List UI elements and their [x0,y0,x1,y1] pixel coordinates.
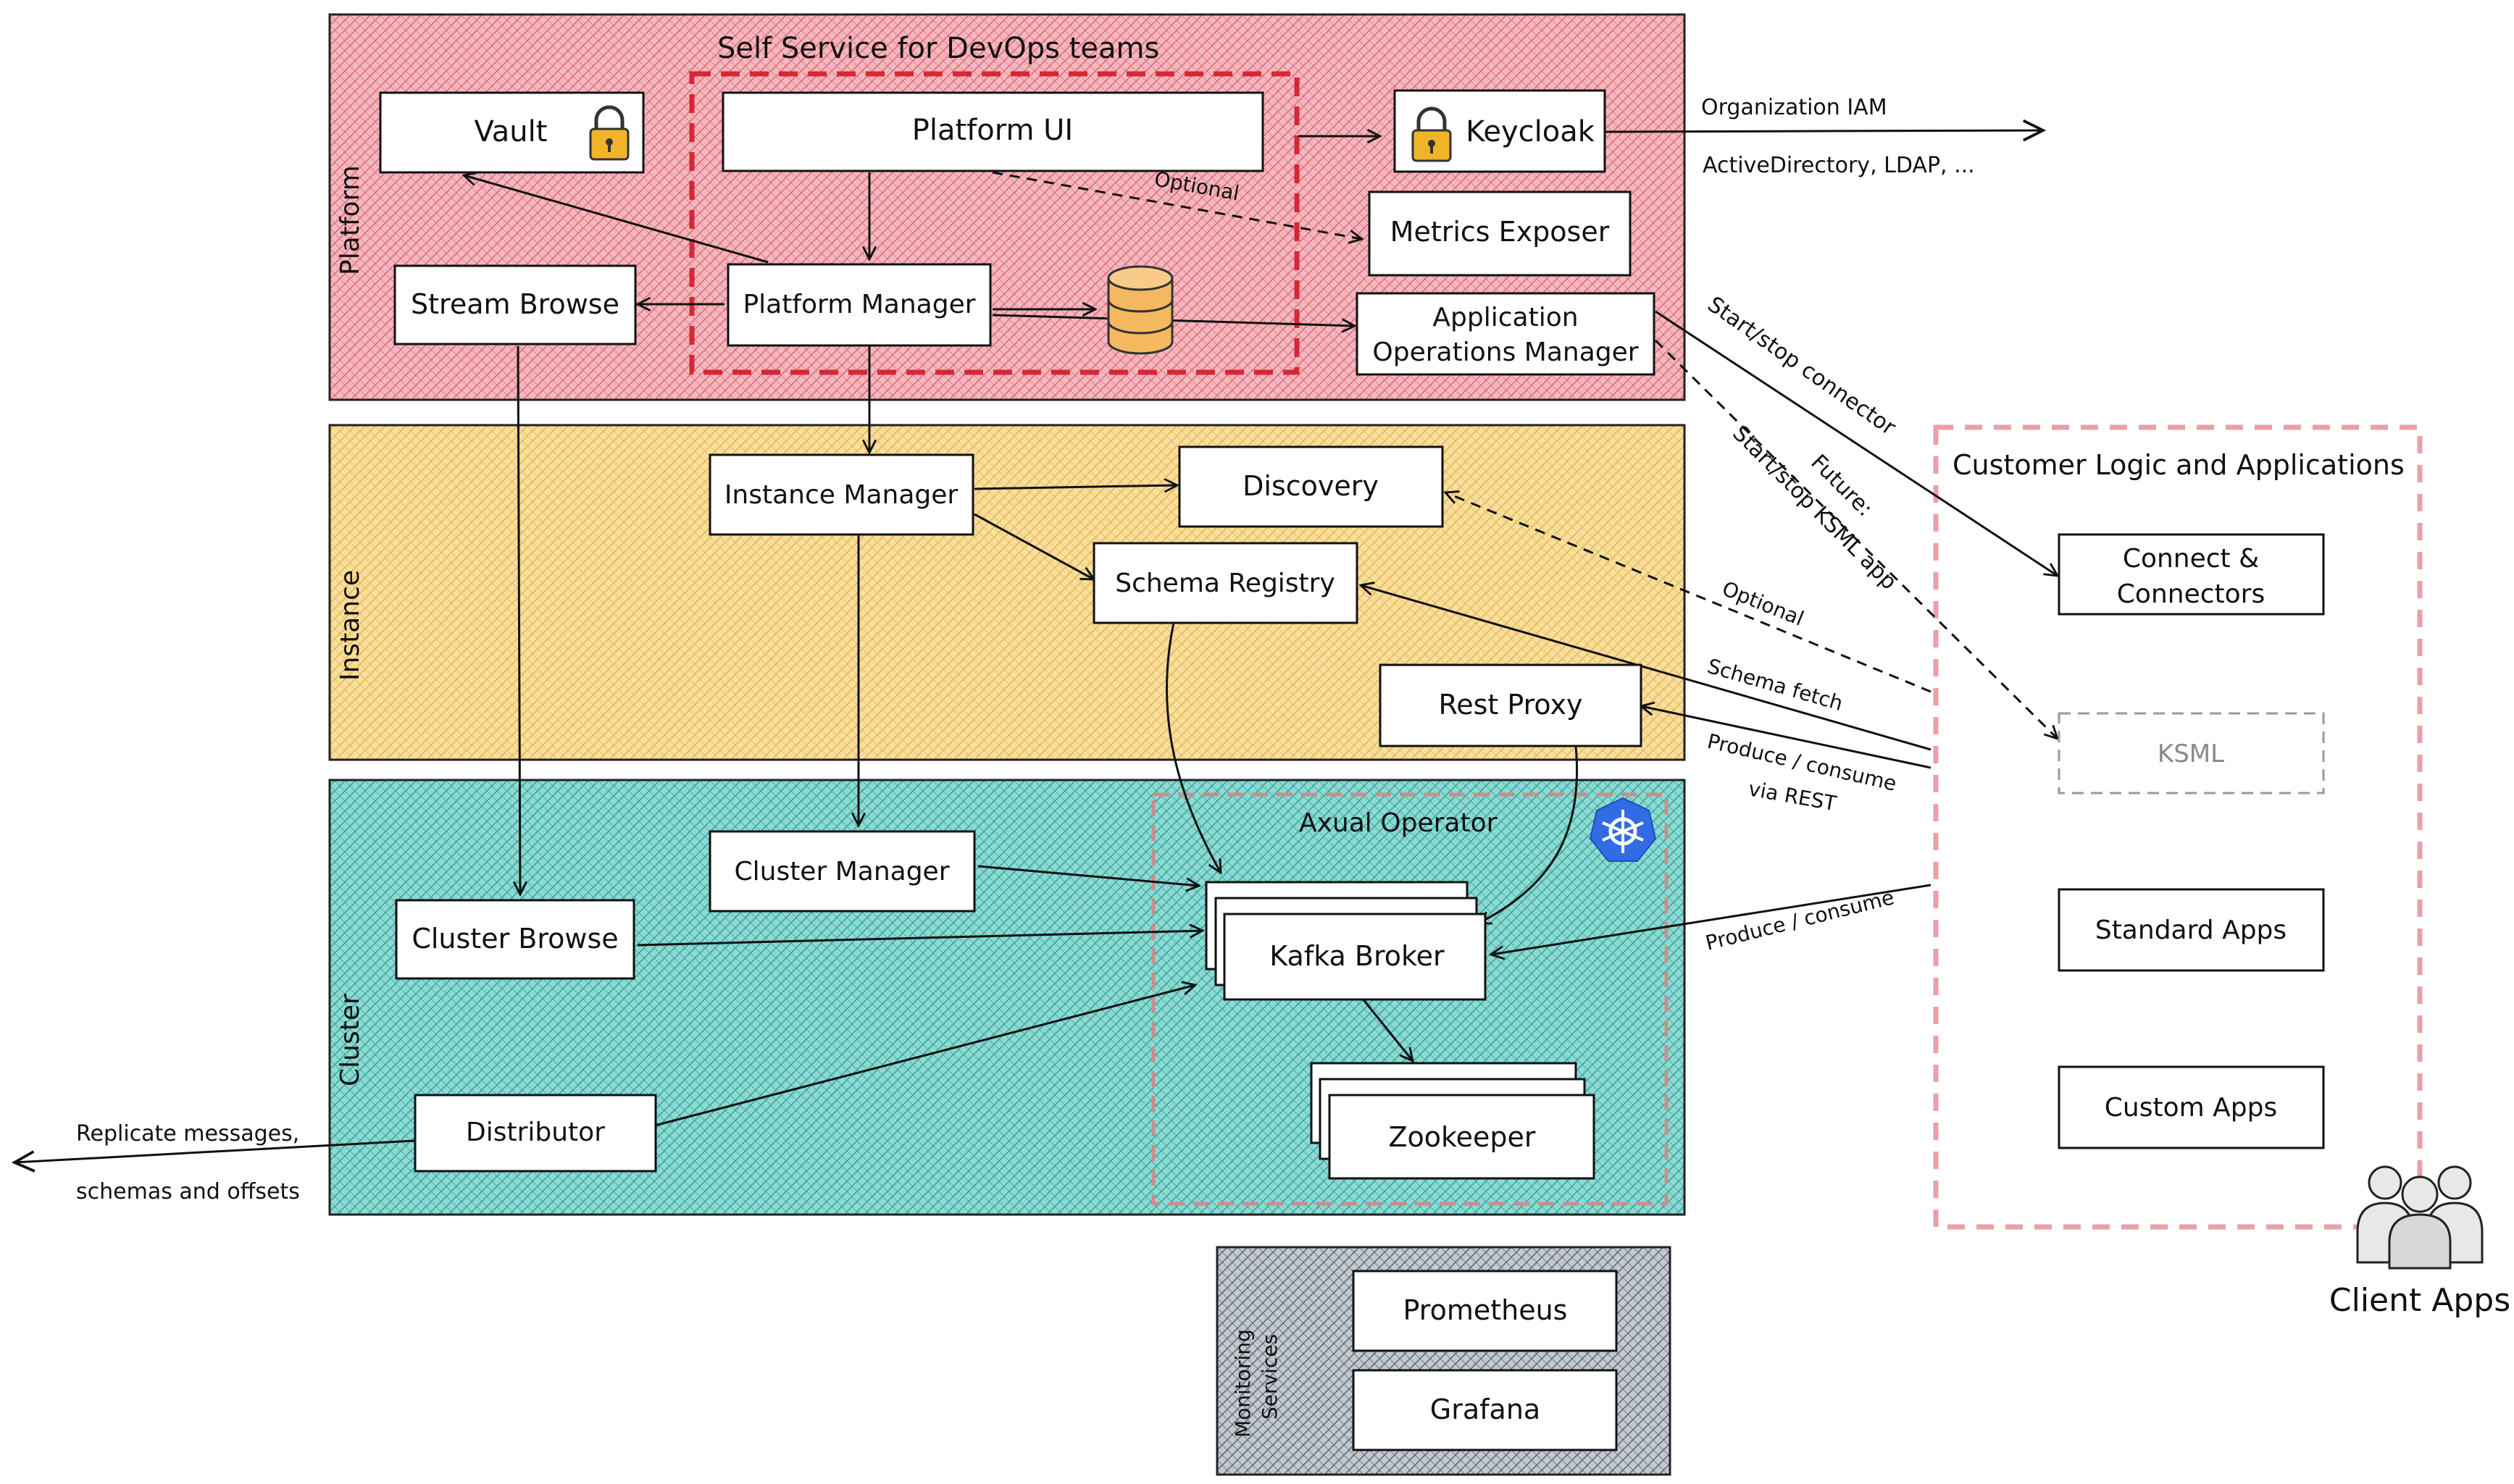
cluster-browse-box[interactable]: Cluster Browse [395,899,635,980]
arrow-appops-ksml [1654,339,2058,739]
arrow-rest-kafka [1478,745,1579,923]
schema-registry-label: Schema Registry [1115,569,1335,598]
ksml-box[interactable]: KSML [2058,712,2325,795]
edge-org-iam: Organization IAM [1701,95,1887,120]
monitoring-label-1: Monitoring [1231,1329,1255,1438]
ksml-label: KSML [2158,739,2224,768]
discovery-box[interactable]: Discovery [1178,445,1444,528]
kubernetes-icon [1589,797,1657,862]
arrow-instance-discovery [974,485,1177,489]
customer-logic-group [1933,424,2423,1230]
lock-icon [1411,106,1452,162]
cluster-browse-label: Cluster Browse [412,923,618,955]
client-apps-label: Client Apps [2329,1282,2510,1319]
standard-apps-label: Standard Apps [2095,915,2287,945]
zookeeper-label: Zookeeper [1388,1121,1535,1153]
arrow-customer-discovery [1445,492,1932,693]
cluster-label: Cluster [335,994,365,1086]
stream-browse-label: Stream Browse [411,288,619,320]
arrow-distributor-kafka [651,985,1195,1128]
platform-label: Platform [335,165,365,275]
platform-manager-box[interactable]: Platform Manager [727,263,992,347]
edge-ad-ldap: ActiveDirectory, LDAP, ... [1703,153,1975,178]
arrow-customer-schema [1361,585,1932,751]
distributor-label: Distributor [466,1118,605,1147]
edge-produce-consume: Produce / consume [1703,885,1897,955]
keycloak-box[interactable]: Keycloak [1393,89,1606,173]
instance-manager-label: Instance Manager [724,480,959,510]
custom-apps-box[interactable]: Custom Apps [2058,1065,2325,1149]
edge-replicate-2: schemas and offsets [76,1179,300,1204]
connectors-box[interactable]: Connect & Connectors [2058,533,2325,616]
metrics-exposer-box[interactable]: Metrics Exposer [1368,190,1632,277]
connectors-label-2: Connectors [2117,579,2265,609]
monitoring-label-2: Services [1258,1334,1282,1420]
cluster-manager-box[interactable]: Cluster Manager [709,830,976,913]
arrows [14,130,2058,1162]
distributor-box[interactable]: Distributor [414,1094,657,1173]
arrow-manager-appops [992,314,1355,326]
self-service-title: Self Service for DevOps teams [717,32,1159,65]
vault-box[interactable]: Vault [379,91,645,174]
stream-browse-box[interactable]: Stream Browse [393,264,637,345]
instance-manager-box[interactable]: Instance Manager [709,453,974,536]
prometheus-box[interactable]: Prometheus [1352,1270,1618,1352]
users-icon [2356,1165,2484,1270]
app-ops-manager-box[interactable]: Application Operations Manager [1356,292,1655,376]
edge-replicate-1: Replicate messages, [76,1121,299,1146]
kafka-broker-box[interactable]: Kafka Broker [1205,881,1487,1001]
arrow-clusterbrowse-kafka [637,931,1203,947]
arrow-customer-rest [1641,706,1932,769]
axual-operator-label: Axual Operator [1299,808,1498,838]
vault-label: Vault [475,115,548,148]
zookeeper-box[interactable]: Zookeeper [1310,1062,1595,1180]
custom-apps-label: Custom Apps [2105,1093,2277,1123]
customer-title: Customer Logic and Applications [1953,449,2405,481]
arrow-clustermanager-kafka [977,865,1199,886]
prometheus-label: Prometheus [1403,1294,1568,1326]
edge-produce-consume-rest-2: via REST [1747,776,1839,816]
arrow-manager-vault [464,175,769,264]
cluster-manager-label: Cluster Manager [734,857,949,886]
arrow-schema-kafka [1165,622,1221,873]
grafana-label: Grafana [1430,1393,1540,1425]
keycloak-label: Keycloak [1466,115,1595,148]
schema-registry-box[interactable]: Schema Registry [1093,542,1358,624]
rest-proxy-box[interactable]: Rest Proxy [1379,663,1642,747]
app-ops-label-1: Application [1432,303,1578,332]
instance-label: Instance [335,570,365,681]
database-icon [1107,265,1174,355]
discovery-label: Discovery [1243,470,1379,502]
arrow-keycloak-iam [1604,130,2043,132]
axual-operator-group [1151,792,1669,1206]
arrow-kafka-zookeeper [1361,997,1413,1061]
edge-start-stop-ksml: Start/stop KSML app [1727,421,1901,595]
rest-proxy-label: Rest Proxy [1439,689,1583,721]
arrow-appops-connectors [1655,310,2058,576]
arrow-streambrowse-clusterbrowse [518,345,520,894]
arrow-instance-schema [974,513,1094,579]
arrow-distributor-replicate [14,1139,416,1162]
edge-start-stop-connector: Start/stop connector [1703,292,1900,441]
standard-apps-box[interactable]: Standard Apps [2058,888,2325,972]
platform-manager-label: Platform Manager [743,290,975,319]
platform-ui-label: Platform UI [912,114,1073,147]
metrics-exposer-label: Metrics Exposer [1390,216,1610,248]
grafana-box[interactable]: Grafana [1352,1369,1618,1451]
platform-ui-box[interactable]: Platform UI [722,91,1264,172]
arrow-customer-kafka [1491,884,1932,955]
self-service-group [689,71,1300,375]
edge-schema-fetch: Schema fetch [1705,654,1845,716]
app-ops-label-2: Operations Manager [1372,338,1638,367]
lock-icon [589,105,630,161]
connectors-label-1: Connect & [2123,544,2259,574]
kafka-broker-label: Kafka Broker [1269,940,1445,972]
